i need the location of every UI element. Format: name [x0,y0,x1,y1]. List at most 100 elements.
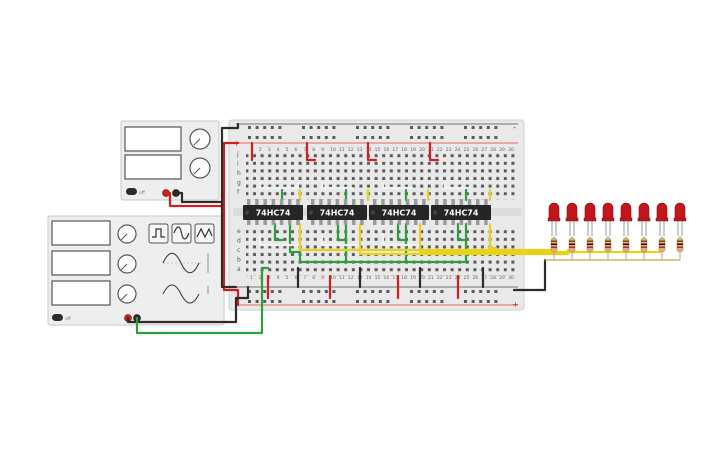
rail-hole[interactable] [363,126,367,129]
power-rail-top[interactable] [248,126,498,139]
rail-hole[interactable] [332,136,336,139]
rail-hole[interactable] [332,126,336,129]
led-body[interactable] [602,202,614,221]
rail-hole[interactable] [417,290,421,293]
rail-hole[interactable] [486,300,490,303]
rail-hole[interactable] [363,300,367,303]
generator-switch[interactable] [52,314,63,321]
rail-hole[interactable] [371,126,375,129]
wire-vcc-3[interactable] [366,141,378,162]
rail-hole[interactable] [432,290,436,293]
led-body[interactable] [620,202,632,221]
rail-hole[interactable] [464,300,467,303]
wire-vcc-4[interactable] [428,141,440,162]
rail-hole[interactable] [417,136,421,139]
rail-hole[interactable] [324,136,328,139]
wire-white-1[interactable] [258,181,300,190]
rail-hole[interactable] [410,290,413,293]
power-rail-bottom[interactable] [248,290,498,303]
rail-hole[interactable] [494,136,498,139]
rail-hole[interactable] [263,126,267,129]
rail-hole[interactable] [378,126,382,129]
rail-hole[interactable] [302,300,305,303]
rail-hole[interactable] [471,126,475,129]
wire-white-3[interactable] [381,181,414,190]
rail-hole[interactable] [317,136,321,139]
rail-hole[interactable] [417,300,421,303]
rail-hole[interactable] [432,126,436,129]
ic-chip-74hc74[interactable]: 74HC74 [431,199,491,225]
rail-hole[interactable] [248,300,251,303]
terminal-strip-top[interactable] [246,150,516,200]
rail-hole[interactable] [317,300,321,303]
rail-hole[interactable] [248,136,251,139]
ic-body[interactable] [307,205,367,220]
wire-power-positive[interactable] [164,141,240,208]
rail-hole[interactable] [479,136,483,139]
wire-output-1[interactable] [298,222,552,252]
rail-hole[interactable] [479,300,483,303]
rail-hole[interactable] [278,300,282,303]
rail-hole[interactable] [479,290,483,293]
rail-hole[interactable] [309,126,313,129]
wire-green-clock-3[interactable] [404,222,468,264]
rail-hole[interactable] [386,290,390,293]
rail-hole[interactable] [410,136,413,139]
led-body[interactable] [656,202,668,221]
rail-hole[interactable] [378,290,382,293]
rail-hole[interactable] [440,290,444,293]
rail-hole[interactable] [270,136,274,139]
rail-hole[interactable] [270,300,274,303]
rail-hole[interactable] [263,136,267,139]
rail-hole[interactable] [371,290,375,293]
rail-hole[interactable] [356,300,359,303]
rail-hole[interactable] [494,126,498,129]
wire-white-bottom-3[interactable] [381,232,422,247]
led-body[interactable] [548,202,560,221]
rail-hole[interactable] [471,300,475,303]
rail-hole[interactable] [432,136,436,139]
rail-hole[interactable] [324,300,328,303]
rail-hole[interactable] [255,126,259,129]
rail-hole[interactable] [410,300,413,303]
rail-hole[interactable] [432,300,436,303]
wire-generator-ground[interactable] [126,285,250,324]
rail-hole[interactable] [440,300,444,303]
led[interactable] [637,202,651,260]
rail-hole[interactable] [356,136,359,139]
rail-hole[interactable] [248,126,251,129]
rail-hole[interactable] [270,290,274,293]
rail-hole[interactable] [425,300,429,303]
led-body[interactable] [566,202,578,221]
rail-hole[interactable] [464,126,467,129]
dc-power-supply[interactable]: off [120,120,220,201]
rail-hole[interactable] [486,136,490,139]
rail-hole[interactable] [317,126,321,129]
wire-green-bottom-3[interactable] [396,222,408,242]
led-array[interactable] [547,202,687,260]
power-switch[interactable] [126,188,137,195]
rail-hole[interactable] [464,290,467,293]
led[interactable] [601,202,615,260]
led-body[interactable] [584,202,596,221]
rail-hole[interactable] [440,126,444,129]
rail-hole[interactable] [486,126,490,129]
rail-hole[interactable] [302,126,305,129]
wire-green-bottom-1[interactable] [273,222,285,242]
rail-hole[interactable] [471,290,475,293]
ic-chip-74hc74[interactable]: 74HC74 [369,199,429,225]
rail-hole[interactable] [255,300,259,303]
rail-hole[interactable] [278,290,282,293]
rail-hole[interactable] [425,290,429,293]
rail-hole[interactable] [417,126,421,129]
rail-hole[interactable] [309,300,313,303]
rail-hole[interactable] [332,300,336,303]
rail-hole[interactable] [302,136,305,139]
rail-hole[interactable] [356,126,359,129]
ic-body[interactable] [431,205,491,220]
rail-hole[interactable] [410,126,413,129]
wire-white-bottom-2[interactable] [320,232,362,247]
